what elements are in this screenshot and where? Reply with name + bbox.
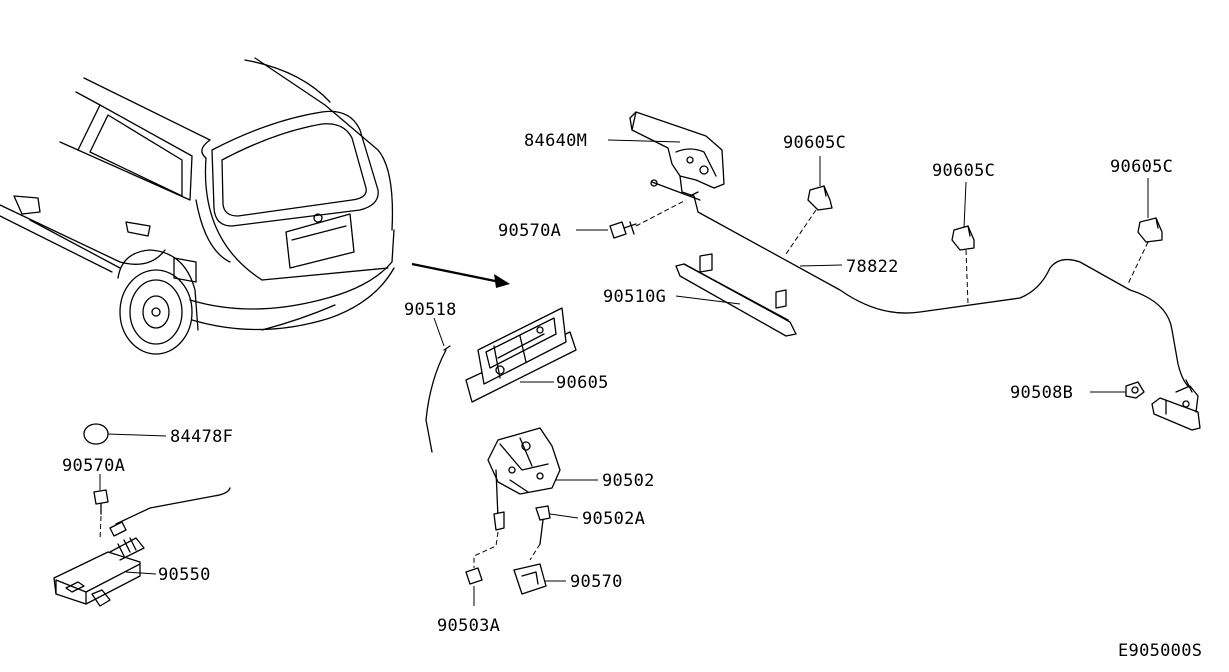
callout-90570A-left: 90570A	[62, 456, 125, 476]
nut-90508B	[1125, 381, 1145, 399]
direction-arrow	[411, 262, 510, 288]
callout-90502: 90502	[602, 471, 655, 491]
screw-90570A-left	[93, 489, 109, 541]
cable-clip-90605C-2	[951, 225, 975, 305]
diagram-code: E905000S	[1118, 641, 1202, 661]
callout-84640M: 84640M	[524, 131, 587, 151]
callout-90570: 90570	[570, 572, 623, 592]
car-rear-illustration	[0, 57, 395, 355]
callout-90570A-top: 90570A	[498, 221, 561, 241]
cable-clip-90605C-1	[785, 185, 833, 255]
release-cable-78822	[697, 211, 1193, 393]
clip-90503A	[465, 531, 499, 585]
callout-90605: 90605	[556, 373, 609, 393]
callout-90510G: 90510G	[603, 287, 666, 307]
callout-90605C-1: 90605C	[783, 133, 846, 153]
callout-90518: 90518	[404, 300, 457, 320]
callout-78822: 78822	[846, 257, 899, 277]
callout-84478F: 84478F	[170, 427, 233, 447]
callout-90503A: 90503A	[437, 616, 500, 636]
bracket-90510G	[675, 253, 797, 337]
leader-lines	[99, 139, 1149, 606]
actuator-90550	[53, 487, 231, 607]
latch-90502	[487, 427, 561, 531]
latch-end-assembly	[1151, 385, 1201, 431]
opener-lever-84640M	[629, 111, 725, 213]
callout-90550: 90550	[158, 565, 211, 585]
screw-90570A-top	[609, 199, 687, 239]
handle-90605	[465, 307, 577, 403]
cable-clip-90605C-3	[1127, 217, 1163, 285]
grommet-84478F	[83, 423, 109, 445]
callout-90502A: 90502A	[582, 509, 645, 529]
rod-90518	[425, 345, 451, 453]
callout-90508B: 90508B	[1010, 383, 1073, 403]
callout-90605C-2: 90605C	[932, 161, 995, 181]
striker-90570	[513, 563, 547, 595]
callout-90605C-3: 90605C	[1110, 157, 1173, 177]
bolt-90502A	[529, 505, 551, 561]
